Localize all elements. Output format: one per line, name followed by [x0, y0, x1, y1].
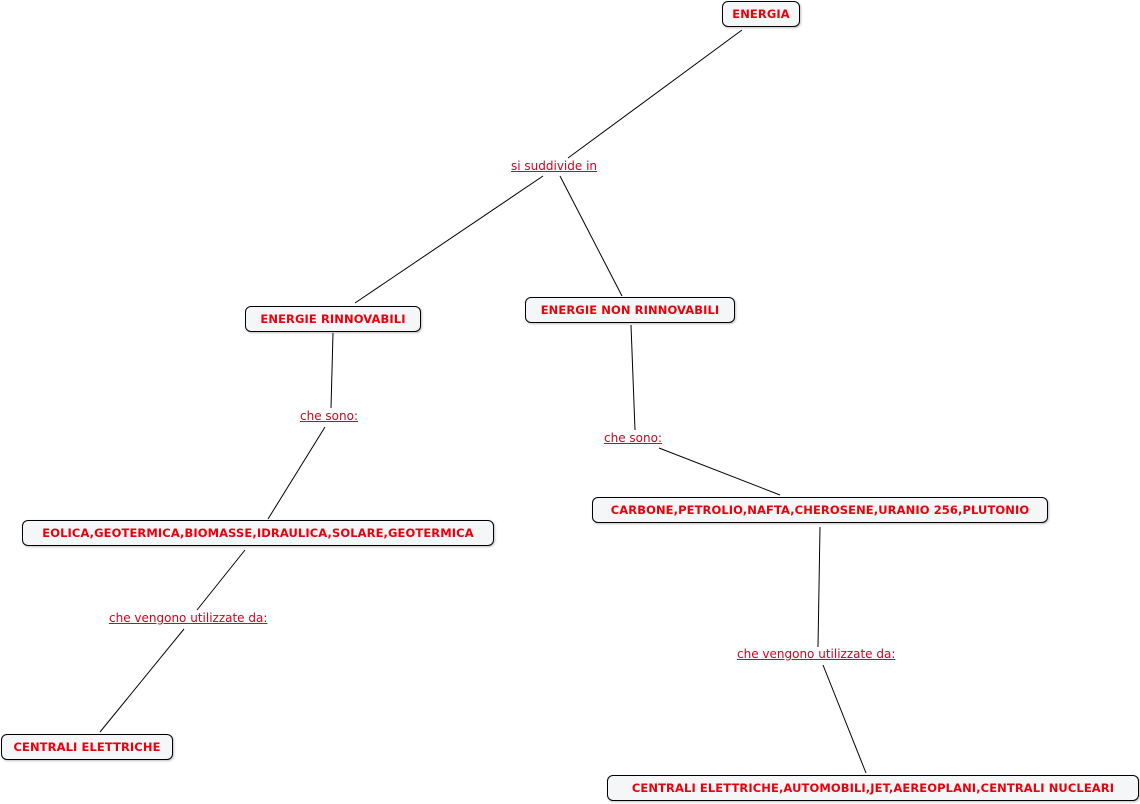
node-energie-non-rinnovabili[interactable]: ENERGIE NON RINNOVABILI: [525, 297, 735, 323]
node-energia[interactable]: ENERGIA: [722, 1, 800, 27]
node-energie-rinnovabili[interactable]: ENERGIE RINNOVABILI: [245, 306, 421, 332]
edge-suddivide-to-non-rinnovabili: [559, 175, 623, 297]
edge-rinnovabili-to-che-sono: [330, 332, 334, 409]
node-utilizzo-rinnovabili[interactable]: CENTRALI ELETTRICHE: [1, 734, 173, 760]
link-che-sono-left[interactable]: che sono:: [298, 409, 360, 423]
node-fonti-rinnovabili[interactable]: EOLICA,GEOTERMICA,BIOMASSE,IDRAULICA,SOL…: [22, 520, 494, 546]
node-fonti-non-rinnovabili[interactable]: CARBONE,PETROLIO,NAFTA,CHEROSENE,URANIO …: [592, 497, 1048, 523]
link-che-sono-right[interactable]: che sono:: [602, 431, 664, 445]
edge-energia-to-suddivide: [567, 29, 743, 159]
edge-che-sono-to-fonti-rinnovabili: [267, 426, 326, 520]
link-si-suddivide-in[interactable]: si suddivide in: [509, 159, 600, 173]
edge-che-sono-to-fonti-non-rinnovabili: [658, 447, 781, 496]
edge-fonti-rinnovabili-to-vengono: [196, 549, 246, 611]
link-che-vengono-left[interactable]: che vengono utilizzate da:: [107, 611, 270, 625]
edge-vengono-to-centrali: [99, 628, 185, 733]
edge-fonti-non-rinnovabili-to-vengono: [817, 526, 821, 648]
edge-vengono-to-utilizzi: [822, 664, 867, 774]
node-utilizzo-non-rinnovabili[interactable]: CENTRALI ELETTRICHE,AUTOMOBILI,JET,AEREO…: [607, 775, 1139, 801]
edge-non-rinnovabili-to-che-sono: [630, 324, 636, 431]
link-che-vengono-right[interactable]: che vengono utilizzate da:: [735, 647, 898, 661]
edge-suddivide-to-rinnovabili: [354, 175, 544, 304]
